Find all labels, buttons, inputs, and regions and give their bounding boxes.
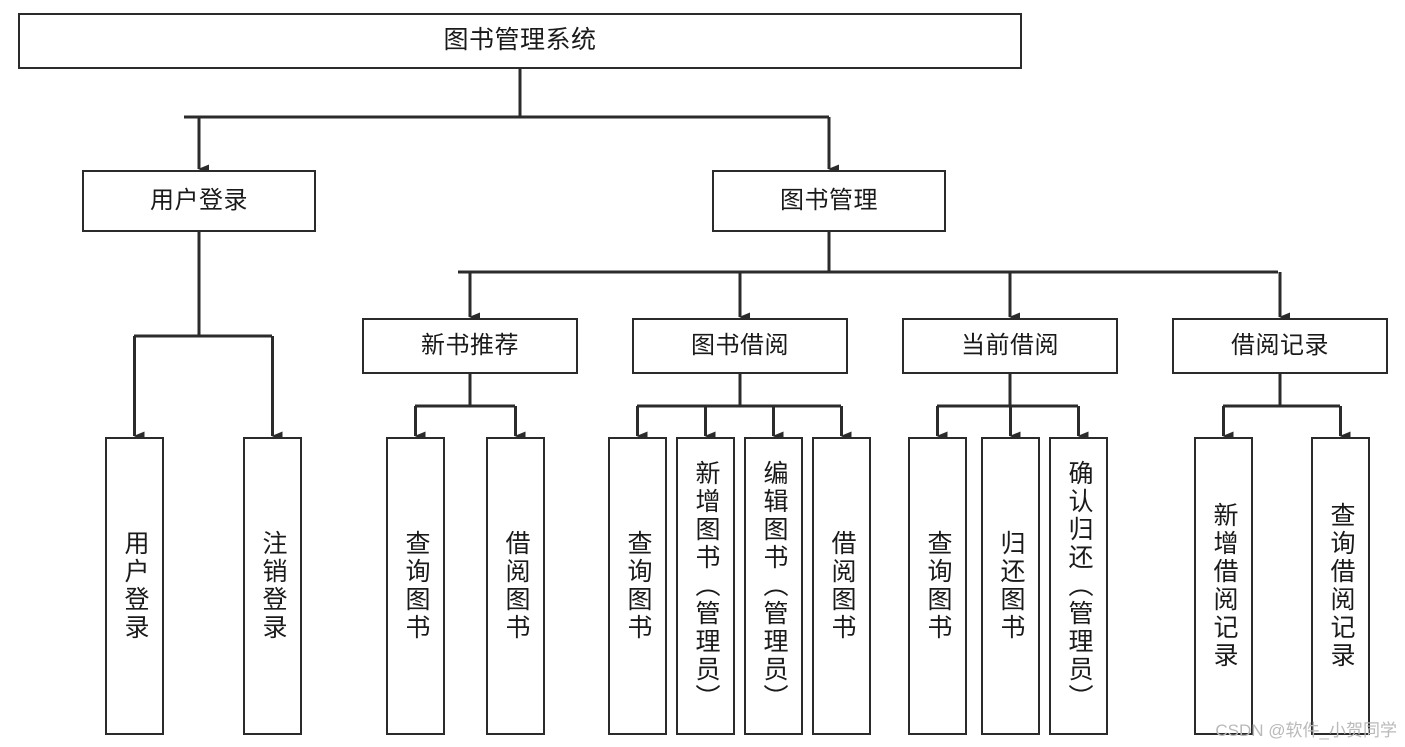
node-leaf-edit-book-admin: 编辑图书（管理员） xyxy=(744,437,803,735)
node-leaf-return-books: 归还图书 xyxy=(981,437,1040,735)
node-label: 查询图书 xyxy=(924,530,952,642)
node-label: 借阅图书 xyxy=(502,530,530,642)
node-label: 编辑图书（管理员） xyxy=(760,460,788,712)
node-current-borrow: 当前借阅 xyxy=(902,318,1118,374)
node-label: 图书借阅 xyxy=(691,331,789,359)
node-label: 当前借阅 xyxy=(961,331,1059,359)
node-label: 图书管理系统 xyxy=(443,26,597,55)
node-label: 归还图书 xyxy=(997,530,1025,642)
node-leaf-query-borrow-record: 查询借阅记录 xyxy=(1311,437,1370,735)
node-new-book-recommend: 新书推荐 xyxy=(362,318,578,374)
node-label: 新增借阅记录 xyxy=(1210,502,1238,670)
node-leaf-logout: 注销登录 xyxy=(243,437,302,735)
edges-group xyxy=(133,69,1351,441)
node-leaf-query-books-3: 查询图书 xyxy=(908,437,967,735)
node-label: 查询图书 xyxy=(402,530,430,642)
node-label: 用户登录 xyxy=(150,186,248,214)
node-leaf-add-borrow-record: 新增借阅记录 xyxy=(1194,437,1253,735)
node-label: 用户登录 xyxy=(121,530,149,642)
node-leaf-add-book-admin: 新增图书（管理员） xyxy=(676,437,735,735)
node-label: 注销登录 xyxy=(259,530,287,642)
node-leaf-borrow-books-2: 借阅图书 xyxy=(812,437,871,735)
node-label: 查询借阅记录 xyxy=(1327,502,1355,670)
node-label: 图书管理 xyxy=(780,186,878,214)
node-root: 图书管理系统 xyxy=(18,13,1022,69)
node-borrow-records: 借阅记录 xyxy=(1172,318,1388,374)
node-leaf-query-books-1: 查询图书 xyxy=(386,437,445,735)
node-label: 借阅记录 xyxy=(1231,331,1329,359)
node-book-management: 图书管理 xyxy=(712,170,946,232)
node-leaf-borrow-books-1: 借阅图书 xyxy=(486,437,545,735)
node-user-login: 用户登录 xyxy=(82,170,316,232)
node-label: 借阅图书 xyxy=(828,530,856,642)
node-leaf-user-login: 用户登录 xyxy=(105,437,164,735)
node-label: 新增图书（管理员） xyxy=(692,460,720,712)
node-leaf-confirm-return-admin: 确认归还（管理员） xyxy=(1049,437,1108,735)
node-book-borrow: 图书借阅 xyxy=(632,318,848,374)
node-label: 查询图书 xyxy=(624,530,652,642)
node-leaf-query-books-2: 查询图书 xyxy=(608,437,667,735)
node-label: 新书推荐 xyxy=(421,331,519,359)
node-label: 确认归还（管理员） xyxy=(1065,460,1093,712)
